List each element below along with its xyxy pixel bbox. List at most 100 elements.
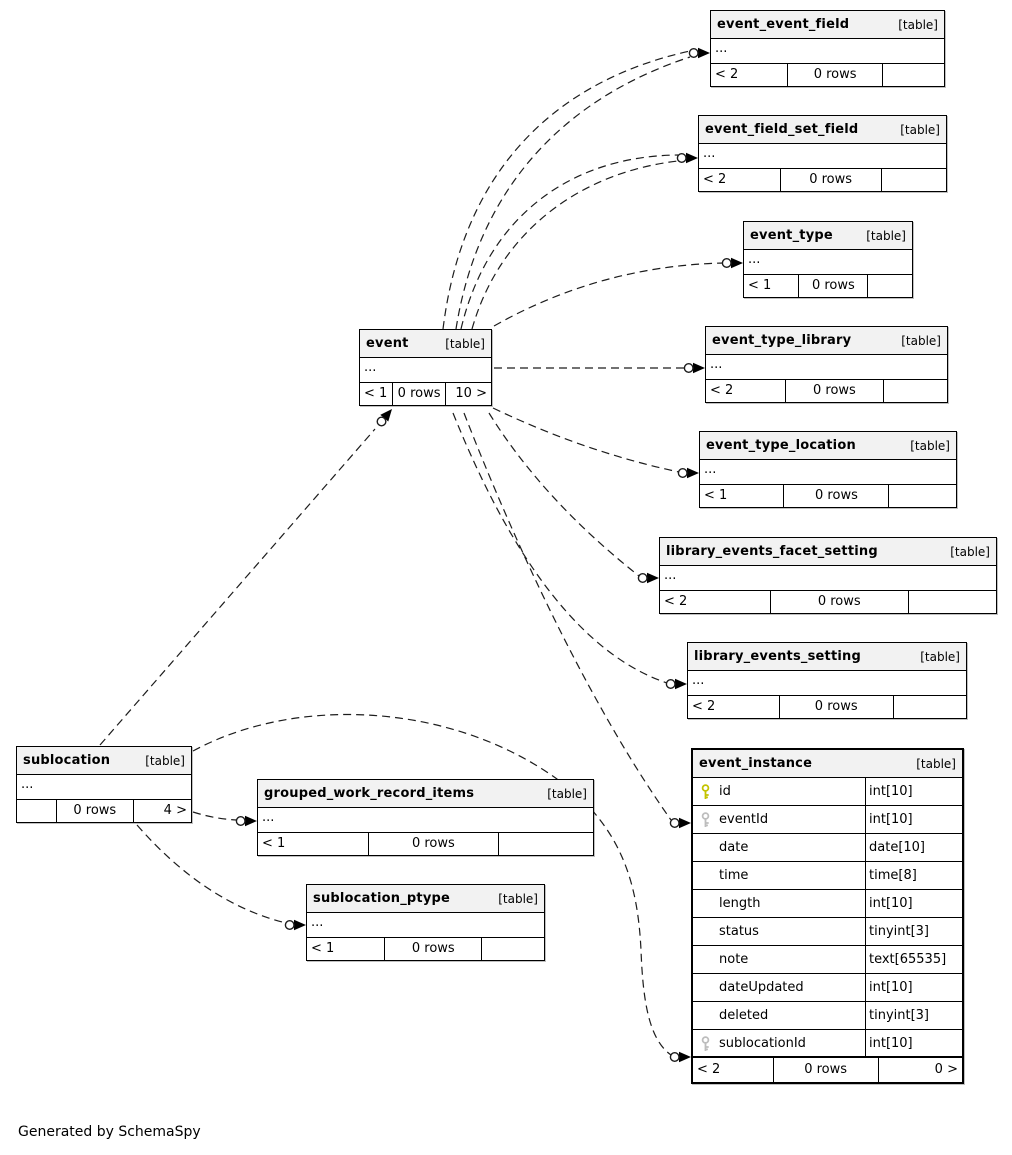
table-library_events_facet_setting[interactable]: library_events_facet_setting[table]...< … bbox=[659, 537, 997, 614]
relationship-event-to-library_events_setting bbox=[452, 412, 687, 690]
parents-count: < 1 bbox=[307, 938, 386, 960]
relationship-event-to-event_event_field bbox=[455, 56, 691, 330]
table-header[interactable]: library_events_facet_setting[table] bbox=[660, 538, 996, 566]
table-name[interactable]: sublocation bbox=[23, 753, 111, 768]
table-header[interactable]: library_events_setting[table] bbox=[688, 643, 966, 671]
collapsed-columns-row: ... bbox=[706, 355, 947, 380]
zero-or-one-circle-icon bbox=[284, 920, 295, 931]
zero-or-one-circle-icon bbox=[376, 416, 387, 427]
collapsed-columns-row: ... bbox=[744, 250, 912, 275]
column-name: length bbox=[719, 896, 761, 911]
table-name[interactable]: event_type_library bbox=[712, 333, 852, 348]
table-name[interactable]: event_instance bbox=[699, 756, 813, 771]
column-type: int[10] bbox=[869, 812, 913, 827]
table-header[interactable]: event_type_library [table] bbox=[706, 327, 947, 355]
column-type: int[10] bbox=[869, 784, 913, 799]
children-count bbox=[499, 833, 593, 855]
table-header[interactable]: event_field_set_field[table] bbox=[699, 116, 946, 144]
table-badge: [table] bbox=[445, 336, 485, 351]
table-header[interactable]: event_type_location[table] bbox=[700, 432, 956, 460]
children-count: 10 > bbox=[455, 386, 487, 401]
table-header[interactable]: sublocation[table] bbox=[17, 747, 191, 775]
column-type: tinyint[3] bbox=[869, 1008, 930, 1023]
parents-count: < 2 bbox=[711, 64, 788, 86]
table-name[interactable]: library_events_facet_setting bbox=[666, 544, 878, 559]
column-type: tinyint[3] bbox=[869, 924, 930, 939]
table-header[interactable]: event_type [table] bbox=[744, 222, 912, 250]
children-count bbox=[883, 64, 944, 86]
table-header[interactable]: event [table] bbox=[360, 330, 491, 358]
table-badge: [table] bbox=[866, 228, 906, 243]
arrowhead-icon bbox=[679, 817, 691, 829]
table-name[interactable]: grouped_work_record_items bbox=[264, 786, 475, 801]
table-name[interactable]: event_type bbox=[750, 228, 833, 243]
table-name[interactable]: event bbox=[366, 336, 409, 351]
column-name: date bbox=[719, 840, 749, 855]
children-count: 0 > bbox=[934, 1062, 958, 1077]
column-name: sublocationId bbox=[719, 1036, 806, 1051]
row-count: 0 rows bbox=[57, 800, 134, 822]
table-badge: [table] bbox=[916, 756, 956, 771]
collapsed-columns-row: ... bbox=[699, 144, 946, 169]
table-header[interactable]: grouped_work_record_items[table] bbox=[258, 780, 593, 808]
arrowhead-icon bbox=[380, 409, 392, 422]
column-name: eventId bbox=[719, 812, 769, 827]
table-header[interactable]: event_instance [table] bbox=[693, 750, 962, 778]
relationship-event-to-event_type_library bbox=[494, 362, 705, 374]
zero-or-one-circle-icon bbox=[683, 363, 694, 374]
row-count: 0 rows bbox=[771, 591, 909, 613]
relationship-event-to-event_field_set_field bbox=[471, 160, 679, 330]
column-type: time[8] bbox=[869, 868, 917, 883]
parents-count: < 2 bbox=[688, 696, 780, 718]
collapsed-columns-row: ... bbox=[660, 566, 996, 591]
zero-or-one-circle-icon bbox=[676, 152, 687, 163]
table-name[interactable]: event_field_set_field bbox=[705, 122, 859, 137]
relationship-event-to-event_event_field bbox=[442, 47, 710, 330]
arrowhead-icon bbox=[679, 1051, 691, 1063]
table-badge: [table] bbox=[498, 891, 538, 906]
relationship-sublocation-to-sublocation_ptype bbox=[136, 824, 306, 931]
row-count: 0 rows bbox=[799, 275, 869, 297]
zero-or-one-circle-icon bbox=[235, 816, 246, 827]
column-type: int[10] bbox=[869, 980, 913, 995]
table-badge: [table] bbox=[901, 333, 941, 348]
table-name[interactable]: library_events_setting bbox=[694, 649, 862, 664]
parents-count: < 2 bbox=[699, 169, 781, 191]
table-header[interactable]: sublocation_ptype [table] bbox=[307, 885, 544, 913]
column-row-dateUpdated[interactable]: dateUpdated int[10] bbox=[693, 974, 962, 1002]
relationship-event-to-event_type_location bbox=[492, 407, 699, 479]
row-count: 0 rows bbox=[781, 169, 882, 191]
table-name[interactable]: event_event_field bbox=[717, 17, 850, 32]
column-row-length[interactable]: length int[10] bbox=[693, 890, 962, 918]
column-type: int[10] bbox=[869, 896, 913, 911]
table-name[interactable]: event_type_location bbox=[706, 438, 856, 453]
table-header[interactable]: event_event_field[table] bbox=[711, 11, 944, 39]
row-count: 0 rows bbox=[385, 938, 483, 960]
table-name[interactable]: sublocation_ptype bbox=[313, 891, 451, 906]
children-count bbox=[894, 696, 966, 718]
column-row-eventId[interactable]: eventId int[10] bbox=[693, 806, 962, 834]
column-type: int[10] bbox=[869, 1036, 913, 1051]
column-row-sublocationId[interactable]: sublocationId int[10] bbox=[693, 1030, 962, 1058]
column-name: dateUpdated bbox=[719, 980, 804, 995]
